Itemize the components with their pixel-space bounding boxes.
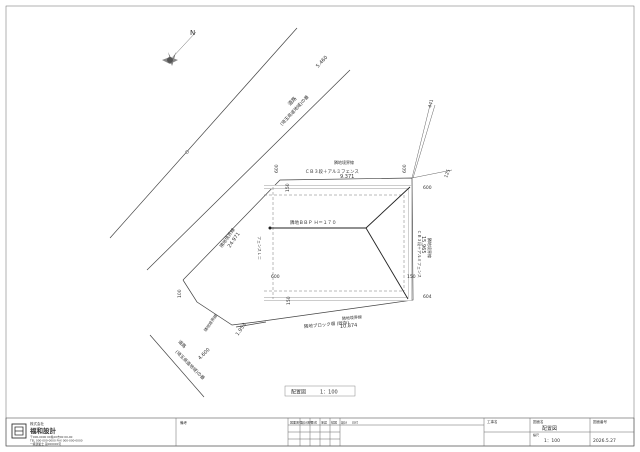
benchmark-marker bbox=[185, 150, 189, 154]
right-boundary-desc: ＣＢ３段＋アルミフェンス bbox=[417, 230, 423, 278]
title-label: 配置図 bbox=[291, 390, 306, 396]
dim-600-l: 600 bbox=[271, 274, 280, 280]
dim-150-r: 150 bbox=[407, 274, 416, 280]
company-tel: TEL 000-000-0000 FAX 000-000-0000 bbox=[29, 439, 83, 443]
no-label: 図面番号 bbox=[593, 419, 607, 424]
top-boundary-length: 9.371 bbox=[340, 174, 354, 180]
col-6: 日付 bbox=[352, 420, 358, 425]
right-boundary-label: 隣地境界線 bbox=[427, 238, 433, 258]
company-license: 一級建築士 第000000号 bbox=[30, 442, 61, 446]
remarks-label: 備考 bbox=[180, 420, 187, 425]
title-block: 株式会社 福和設計 〒000-0000 00県00市00 00-00 TEL 0… bbox=[5, 417, 635, 447]
top-boundary-label: 隣地境界線 bbox=[334, 159, 354, 165]
company-type: 株式会社 bbox=[30, 421, 44, 426]
road-bottom-name: 道路 bbox=[177, 338, 189, 350]
road-top-width: 5.460 bbox=[315, 55, 329, 70]
dim-150-bl: 150 bbox=[286, 296, 292, 305]
dim-125: 125 bbox=[443, 168, 452, 178]
col-5: 設計 bbox=[341, 420, 347, 425]
block-scale: 1：100 bbox=[544, 438, 560, 444]
company-name: 福和設計 bbox=[29, 426, 57, 435]
road-bottom: 道路 (埼玉県道地域)の番 4.600 bbox=[149, 321, 267, 398]
bottom-boundary-label: 隣地境界線 bbox=[342, 313, 362, 321]
dim-600-tr: 600 bbox=[402, 164, 408, 173]
sheet-label: 縮尺 bbox=[533, 432, 539, 437]
north-label: N bbox=[190, 29, 195, 37]
company-address: 〒000-0000 00県00市00 00-00 bbox=[30, 435, 73, 439]
drawing-label: 図面名 bbox=[533, 419, 544, 424]
col-1: 設計番号 bbox=[301, 420, 313, 425]
dim-441: 441 bbox=[427, 99, 435, 109]
left-fence-label: フェンスＬ＝ bbox=[257, 236, 262, 260]
fence-label: 隣地ＢＢＰ Ｈ＝１７０ bbox=[290, 219, 336, 226]
corner-label: 隣地境界線 bbox=[202, 313, 218, 333]
road-top-name: 道路 bbox=[286, 95, 298, 107]
road-bottom-width: 4.600 bbox=[197, 347, 211, 361]
dim-604: 604 bbox=[423, 294, 432, 300]
block-date: 2026.5.27 bbox=[593, 438, 616, 444]
north-arrow-icon: N bbox=[162, 29, 197, 66]
dim-150-tl: 150 bbox=[285, 183, 291, 192]
top-boundary-desc: ＣＢ３段＋アルミフェンス bbox=[305, 168, 359, 175]
dim-600-r: 600 bbox=[423, 185, 432, 191]
bottom-boundary-desc: 隣地ブロック塀 (既存) bbox=[304, 319, 350, 330]
project-label: 工事名 bbox=[487, 419, 498, 424]
drawing-title: 配置図 1：100 bbox=[284, 385, 356, 397]
corner-short: 100 bbox=[177, 289, 183, 298]
col-0: 図面番号 bbox=[290, 420, 302, 425]
bottom-boundary-length: 10.874 bbox=[340, 322, 358, 330]
dim-600-tl: 600 bbox=[274, 164, 280, 173]
site-boundary: 441 125 bbox=[182, 99, 453, 326]
fence-block bbox=[264, 185, 412, 301]
drawing-frame bbox=[5, 5, 635, 447]
right-boundary-length: 15.965 bbox=[420, 236, 426, 254]
col-3: 承認 bbox=[321, 420, 327, 425]
col-4: 検図 bbox=[331, 420, 337, 425]
company-logo-icon bbox=[11, 423, 27, 439]
drawing-name: 配置図 bbox=[542, 426, 557, 432]
col-2: 作成 bbox=[311, 420, 317, 425]
title-scale: 1：100 bbox=[320, 390, 338, 396]
